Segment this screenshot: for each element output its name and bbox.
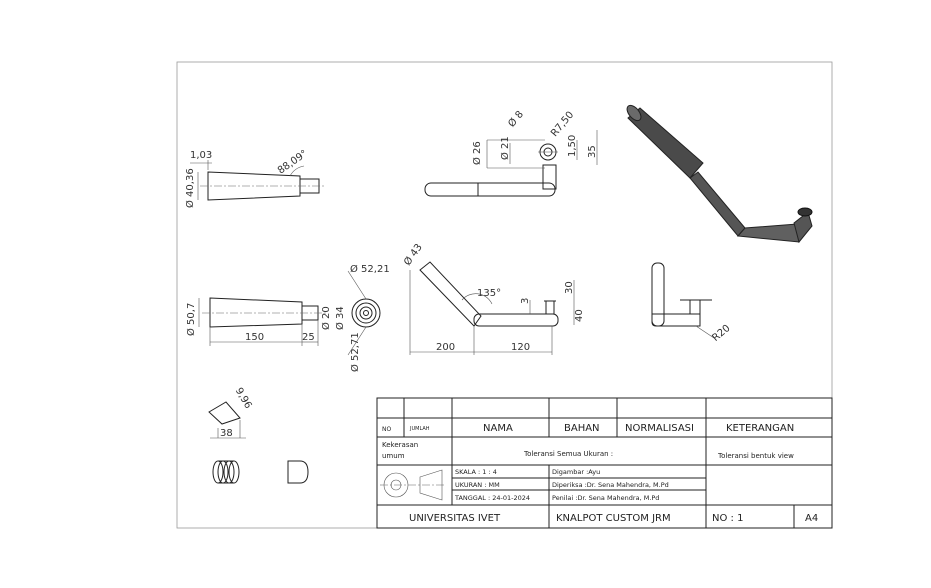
dim-30: 30 bbox=[564, 281, 575, 294]
hdr-jumlah: JUMLAH bbox=[409, 426, 430, 432]
hdr-keterangan: KETERANGAN bbox=[726, 423, 794, 434]
penilai: Penilai :Dr. Sena Mahendra, M.Pd bbox=[552, 494, 659, 502]
hdr-no: NO bbox=[382, 426, 391, 433]
digambar: Digambar :Ayu bbox=[552, 468, 600, 476]
small-bend-view: 38 9,96 bbox=[208, 386, 254, 439]
dim-40: 40 bbox=[574, 309, 585, 322]
dim-3: 3 bbox=[520, 298, 531, 304]
dim-120: 120 bbox=[511, 342, 530, 353]
dim-d21: Ø 21 bbox=[499, 136, 511, 160]
dim-d43: Ø 43 bbox=[401, 242, 424, 268]
flange-view: Ø 52,21 Ø 52,71 bbox=[347, 263, 390, 372]
dim-1-03: 1,03 bbox=[190, 150, 212, 161]
dim-r7-50: R7,50 bbox=[549, 110, 576, 139]
ukuran-kertas: A4 bbox=[805, 513, 818, 524]
tanggal: TANGGAL : 24-01-2024 bbox=[454, 494, 530, 502]
diperiksa: Diperiksa :Dr. Sena Mahendra, M.Pd bbox=[552, 481, 669, 489]
side-view-bottom: 150 25 Ø 50,7 Ø 20 Ø 34 bbox=[185, 297, 346, 346]
top-pipe-view: Ø 26 Ø 21 Ø 8 R7,50 1,50 35 bbox=[424, 109, 598, 197]
bent-pipe-view: 200 120 135° Ø 43 3 30 40 bbox=[401, 242, 585, 355]
toleransi-ukuran: Toleransi Semua Ukuran : bbox=[523, 450, 613, 458]
nomor-gambar: NO : 1 bbox=[712, 513, 743, 524]
dim-9-96: 9,96 bbox=[233, 386, 254, 411]
side-view-top: 1,03 88,09° Ø 40,36 bbox=[184, 148, 326, 208]
hdr-nama: NAMA bbox=[483, 423, 513, 434]
dim-1-50: 1,50 bbox=[567, 135, 578, 157]
hdr-normalisasi: NORMALISASI bbox=[625, 423, 694, 434]
hdr-bahan: BAHAN bbox=[564, 423, 600, 434]
ring-parts bbox=[212, 460, 309, 484]
dim-25: 25 bbox=[302, 332, 315, 343]
judul-gambar: KNALPOT CUSTOM JRM bbox=[556, 513, 671, 524]
dim-135: 135° bbox=[477, 288, 501, 299]
ukuran: UKURAN : MM bbox=[455, 481, 500, 489]
dim-38: 38 bbox=[220, 428, 233, 439]
kekerasan-line1: Kekerasan bbox=[382, 441, 418, 449]
dim-r20: R20 bbox=[710, 323, 732, 344]
elbow-view: R20 bbox=[651, 262, 733, 344]
kekerasan-line2: umum bbox=[382, 452, 405, 460]
dim-d52-21: Ø 52,21 bbox=[350, 263, 390, 275]
dim-35: 35 bbox=[587, 145, 598, 158]
dim-d52-71: Ø 52,71 bbox=[349, 332, 361, 372]
dim-d20: Ø 20 bbox=[320, 306, 332, 330]
dim-d34: Ø 34 bbox=[334, 306, 346, 330]
dim-200: 200 bbox=[436, 342, 455, 353]
skala: SKALA : 1 : 4 bbox=[455, 468, 497, 476]
dim-d26: Ø 26 bbox=[471, 141, 483, 165]
dim-d50-7: Ø 50,7 bbox=[185, 303, 197, 336]
title-block: NO JUMLAH NAMA BAHAN NORMALISASI KETERAN… bbox=[376, 397, 833, 529]
isometric-exhaust bbox=[626, 104, 813, 244]
projection-symbol-icon bbox=[380, 469, 446, 501]
dim-150: 150 bbox=[245, 332, 264, 343]
toleransi-bentuk: Toleransi bentuk view bbox=[717, 452, 794, 460]
dim-d8: Ø 8 bbox=[506, 109, 526, 130]
dim-d40-36: Ø 40,36 bbox=[184, 168, 196, 208]
universitas: UNIVERSITAS IVET bbox=[409, 513, 501, 524]
